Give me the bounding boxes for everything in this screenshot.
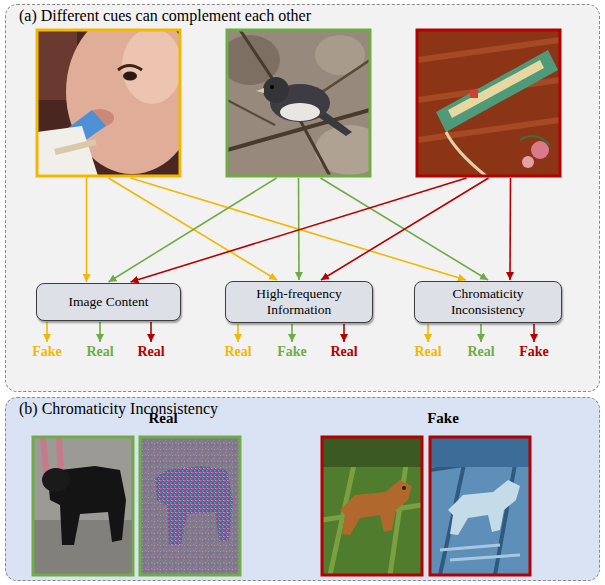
photo-power-strip-part-part [446, 132, 486, 176]
photo-power-strip-part-part [436, 50, 558, 132]
verdict-label: Real [137, 344, 164, 359]
photo-child-part [37, 30, 180, 176]
residual-map-fake-part-part [440, 545, 520, 560]
verdict-arrow [427, 324, 429, 342]
photo-bird-part-part [270, 85, 274, 89]
verdict-arrow [343, 324, 345, 342]
photo-bird-part-part [227, 100, 275, 125]
photo-real-dog-part-part [42, 468, 70, 492]
verdict-label: Real [414, 344, 441, 359]
verdict-label: Fake [32, 344, 62, 359]
photo-fake-dog-part [322, 437, 422, 575]
photo-child-part-part [118, 66, 142, 71]
verdict-arrow [99, 322, 101, 342]
verdict-arrow [150, 322, 152, 342]
verdict-label: Fake [277, 344, 307, 359]
residual-map-fake-part [430, 437, 530, 575]
photo-power-strip-part-part [470, 90, 478, 98]
photo-power-strip-part [417, 30, 560, 176]
residual-map-fake [430, 437, 530, 575]
photo-power-strip-part-part [417, 30, 560, 176]
photo-fake-dog-part-part [322, 437, 422, 467]
photo-real-dog-part-part [33, 437, 133, 575]
box-label: High-frequency Information [232, 286, 366, 317]
residual-map-real [140, 437, 240, 575]
photo-power-strip-part-part [448, 60, 544, 118]
photo-fake-dog-part-part [322, 437, 422, 575]
residual-map-real-part [140, 437, 240, 575]
photo-fake-dog-part-part [402, 486, 406, 490]
photo-real-dog [33, 437, 133, 575]
verdict-arrow [533, 324, 535, 342]
verdict-label: Real [330, 344, 357, 359]
photo-power-strip-part [417, 30, 560, 176]
photo-power-strip-part-part [417, 40, 560, 140]
photo-fake-dog-part-part [322, 437, 422, 575]
photo-power-strip-part-part [520, 136, 550, 145]
photo-power-strip-part-part [531, 141, 549, 159]
photo-child-part-part [123, 72, 137, 81]
photo-bird-part [227, 30, 370, 176]
box-label: Image Content [69, 294, 149, 310]
photo-child-part [37, 30, 180, 176]
photo-fake-dog-part [322, 437, 422, 575]
residual-map-fake-part [430, 437, 530, 575]
photo-bird-part-part [263, 77, 289, 103]
photo-power-strip-part-part [522, 156, 534, 168]
verdict-arrow [46, 322, 48, 342]
cue-arrow [86, 178, 88, 282]
photo-child-part-part [55, 142, 96, 152]
cue-box: High-frequency Information [225, 281, 373, 323]
photo-child [37, 10, 198, 176]
verdict-label: Fake [519, 344, 549, 359]
residual-map-fake-part-part [448, 480, 520, 535]
photo-child-part-part [37, 126, 98, 176]
photo-bird-part-part [240, 30, 330, 176]
residual-map-real-part-part [140, 437, 240, 575]
panel-title: (b) Chromaticity Inconsistency [19, 400, 218, 418]
verdict-label: Real [224, 344, 251, 359]
photo-power-strip [417, 30, 560, 176]
photo-fake-dog [322, 437, 422, 575]
verdict-arrow [291, 324, 293, 342]
photo-bird [220, 30, 385, 176]
photo-real-dog-part [33, 437, 133, 575]
photo-fake-dog-part-part [340, 480, 412, 535]
cue-box: Chromaticity Inconsistency [414, 281, 562, 323]
residual-map-fake-part-part [430, 437, 530, 575]
residual-map-fake-part-part [430, 437, 530, 575]
verdict-label: Real [467, 344, 494, 359]
cue-box: Image Content [36, 283, 181, 321]
photo-bird-part-part [256, 88, 264, 93]
panel-title: (a) Different cues can complement each o… [19, 7, 311, 25]
residual-map-real-part [140, 437, 240, 575]
residual-map-real-part-part [155, 466, 233, 545]
verdict-arrow [237, 324, 239, 342]
column-heading: Fake [427, 410, 459, 427]
residual-map-fake-part-part [430, 437, 530, 467]
verdict-arrow [480, 324, 482, 342]
photo-bird-part-part [280, 103, 320, 121]
verdict-label: Real [86, 344, 113, 359]
photo-bird-part [227, 30, 370, 176]
box-label: Chromaticity Inconsistency [421, 286, 555, 317]
column-heading: Real [148, 410, 177, 427]
photo-real-dog-part [33, 437, 133, 575]
